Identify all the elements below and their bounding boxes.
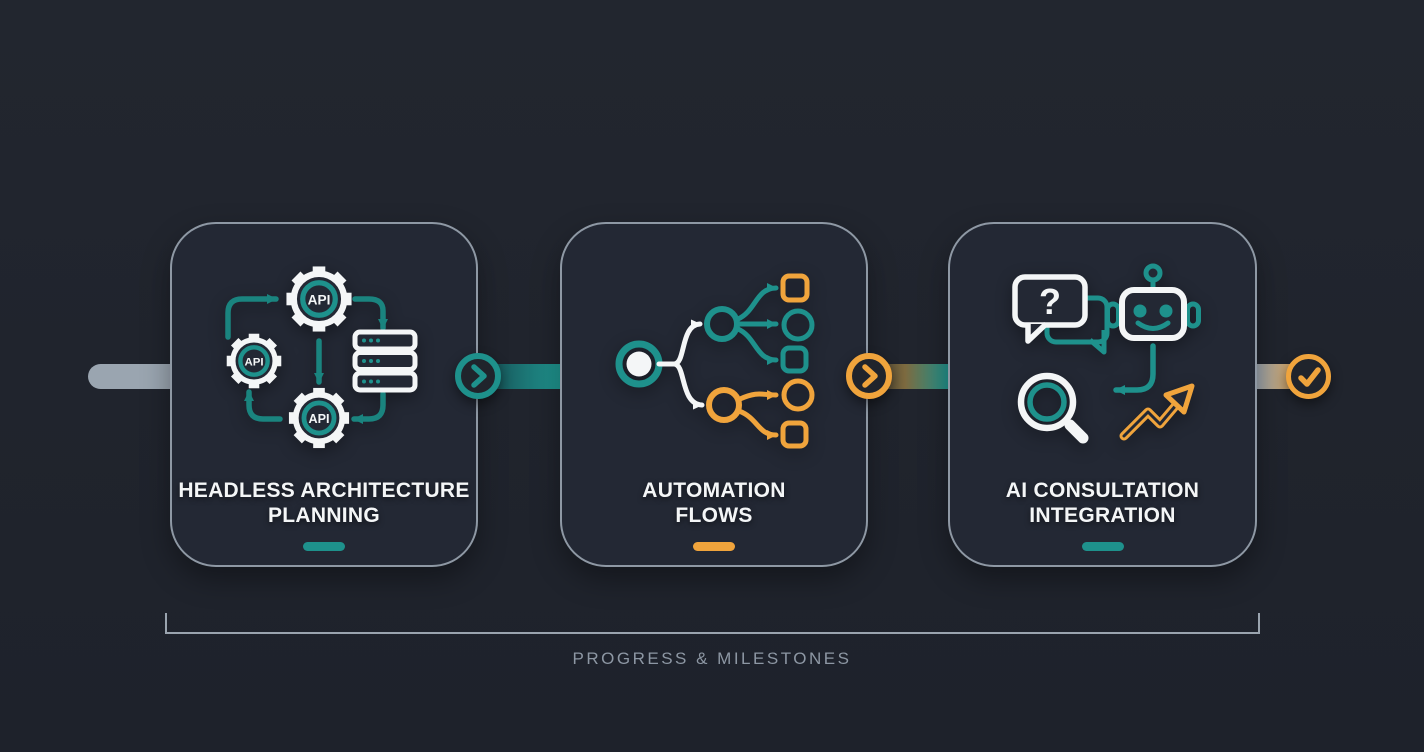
automation-flow-icon xyxy=(615,273,815,449)
milestones-label: PROGRESS & MILESTONES xyxy=(572,649,852,668)
gear-label: API xyxy=(244,356,263,368)
ai-consultation-icon: ? xyxy=(1012,263,1201,444)
chevron-circle-orange-icon xyxy=(846,353,892,399)
elbow-arrow-icon xyxy=(1113,343,1156,395)
gear-label: API xyxy=(308,412,329,426)
flow-target-square-teal xyxy=(780,345,809,374)
milestones-bracket xyxy=(165,613,1260,634)
robot-icon xyxy=(1105,263,1201,341)
gear-label: API xyxy=(308,292,331,307)
api-gear-icon: API xyxy=(288,387,350,449)
api-cycle-arrows xyxy=(225,294,388,424)
flow-node-orange xyxy=(706,387,742,423)
step-title: AUTOMATION FLOWS xyxy=(562,478,866,528)
flow-target-square-orange-2 xyxy=(780,420,809,449)
timeline-start-bar xyxy=(88,364,171,389)
magnifier-icon xyxy=(1017,372,1089,444)
step-title: HEADLESS ARCHITECTURE PLANNING xyxy=(172,478,476,528)
step-title-line: AUTOMATION xyxy=(642,479,786,502)
step-accent-underline xyxy=(303,542,345,551)
flow-target-circle-orange xyxy=(781,378,815,412)
step-title-line: HEADLESS ARCHITECTURE xyxy=(178,479,470,502)
question-bubble-icon: ? xyxy=(1012,274,1088,344)
step-title-line: INTEGRATION xyxy=(1029,504,1176,527)
api-gear-icon: API xyxy=(226,333,282,389)
flow-split-brace xyxy=(656,319,705,410)
step-card-ai-consultation-integration: ? xyxy=(948,222,1257,567)
api-gears-server-icon: API API xyxy=(225,266,418,449)
step-title-line: PLANNING xyxy=(267,504,381,527)
server-stack-icon xyxy=(352,329,418,393)
flow-node-teal xyxy=(704,306,740,342)
flow-start-node xyxy=(615,340,663,388)
flow-target-circle-teal xyxy=(781,308,815,342)
check-circle-icon xyxy=(1286,354,1331,399)
flow-orange-branches xyxy=(736,389,779,440)
step-card-headless-architecture-planning: API API xyxy=(170,222,478,567)
step-accent-underline xyxy=(693,542,735,551)
step-title-line: AI CONSULTATION xyxy=(1005,479,1200,502)
step-title-line: FLOWS xyxy=(675,504,753,527)
flow-teal-branches xyxy=(735,283,779,365)
flow-target-square-orange xyxy=(780,273,810,303)
question-mark: ? xyxy=(1039,281,1061,322)
step-title: AI CONSULTATION INTEGRATION xyxy=(950,478,1255,528)
growth-arrow-icon xyxy=(1119,383,1195,441)
step-accent-underline xyxy=(1081,542,1124,551)
api-gear-icon: API xyxy=(286,266,352,332)
chevron-circle-teal-icon xyxy=(455,353,501,399)
step-card-automation-flows: AUTOMATION FLOWS xyxy=(560,222,868,567)
